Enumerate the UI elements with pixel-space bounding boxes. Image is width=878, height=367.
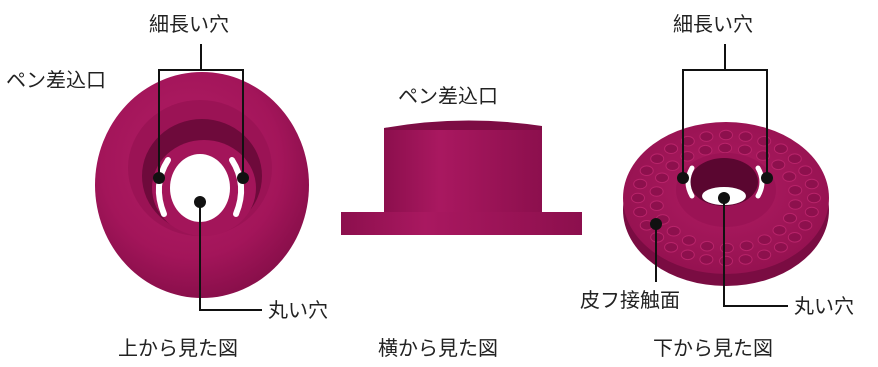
bottom-view-caption: 下から見た図 bbox=[653, 336, 773, 360]
skin-contact-bump bbox=[737, 144, 752, 156]
top-view-slot-left bbox=[155, 157, 171, 217]
skin-contact-bump bbox=[783, 212, 797, 224]
skin-contact-bump bbox=[650, 232, 665, 243]
skin-contact-bump bbox=[798, 165, 813, 176]
side-view-cylinder bbox=[384, 130, 542, 212]
top-view-caption: 上から見た図 bbox=[118, 336, 238, 360]
top-view-slot-dot-right bbox=[237, 172, 249, 184]
skin-contact-bump bbox=[699, 131, 714, 142]
skin-contact-bump bbox=[699, 254, 714, 265]
skin-contact-bump bbox=[804, 178, 819, 190]
skin-contact-bump bbox=[787, 232, 802, 243]
skin-contact-bump bbox=[757, 249, 772, 261]
skin-contact-bump bbox=[807, 192, 821, 204]
side-view-flange bbox=[341, 212, 582, 235]
bottom-view-bumps bbox=[631, 129, 821, 267]
side-view-pen-inlet-label: ペン差込口 bbox=[398, 84, 498, 108]
skin-contact-bump bbox=[680, 135, 695, 147]
bottom-view-hole-dot bbox=[718, 192, 730, 204]
skin-contact-bump bbox=[739, 240, 754, 252]
skin-contact-bump bbox=[773, 143, 788, 154]
skin-contact-bump bbox=[719, 129, 733, 141]
bottom-view-slot-label: 細長い穴 bbox=[673, 12, 753, 36]
skin-contact-bump bbox=[631, 192, 645, 204]
skin-contact-bump bbox=[664, 143, 679, 154]
bottom-view-slot-leader bbox=[682, 44, 768, 178]
top-view-pen-inlet-label: ペン差込口 bbox=[6, 68, 106, 92]
skin-contact-bump bbox=[788, 185, 803, 196]
bottom-view bbox=[623, 44, 829, 307]
skin-contact-bump bbox=[782, 171, 797, 182]
top-view-round-hole bbox=[170, 154, 230, 222]
top-view-hole-dot bbox=[194, 196, 206, 208]
skin-contact-bump bbox=[680, 249, 695, 261]
bottom-view-skin-contact-label: 皮フ接触面 bbox=[580, 288, 680, 312]
top-view-round-hole-label: 丸い穴 bbox=[268, 298, 328, 322]
skin-contact-bump bbox=[719, 242, 734, 254]
skin-contact-bump bbox=[681, 235, 696, 246]
skin-contact-bump bbox=[639, 165, 654, 176]
skin-contact-bump bbox=[773, 242, 788, 253]
skin-contact-bump bbox=[787, 153, 802, 164]
bottom-view-slot-left bbox=[685, 165, 695, 199]
skin-contact-bump bbox=[633, 206, 648, 218]
skin-contact-bump bbox=[650, 153, 665, 164]
bottom-view-round-hole-label: 丸い穴 bbox=[794, 294, 854, 318]
skin-contact-bump bbox=[738, 131, 753, 142]
skin-contact-bump bbox=[680, 151, 695, 162]
skin-contact-bump bbox=[772, 225, 787, 236]
top-view-slot-label: 細長い穴 bbox=[149, 12, 229, 36]
top-view-slot-leader bbox=[158, 44, 244, 178]
side-view-caption: 横から見た図 bbox=[378, 336, 498, 360]
skin-contact-bump bbox=[788, 199, 803, 210]
skin-contact-bump bbox=[700, 240, 715, 252]
side-view-cylinder-top bbox=[384, 120, 542, 132]
skin-contact-bump bbox=[738, 254, 753, 265]
top-view-slot-right bbox=[229, 157, 245, 217]
bottom-view-hole-leader bbox=[723, 198, 788, 307]
bottom-view-skin-dot bbox=[650, 218, 662, 230]
skin-contact-bump bbox=[664, 242, 679, 253]
bottom-view-slot-right bbox=[755, 165, 765, 199]
top-view-hole-leader bbox=[199, 202, 262, 311]
bottom-view-slot-dot-right bbox=[761, 172, 773, 184]
skin-contact-bump bbox=[666, 225, 681, 237]
skin-contact-bump bbox=[718, 142, 733, 154]
top-view-slot-dot-left bbox=[153, 172, 165, 184]
bottom-view-slot-dot-left bbox=[677, 172, 689, 184]
skin-contact-bump bbox=[649, 186, 664, 197]
skin-contact-bump bbox=[757, 234, 772, 245]
top-view bbox=[95, 44, 309, 311]
skin-contact-bump bbox=[649, 200, 664, 211]
skin-contact-bump bbox=[698, 144, 713, 156]
skin-contact-bump bbox=[655, 172, 669, 184]
skin-contact-bump bbox=[757, 135, 772, 147]
skin-contact-bump bbox=[665, 160, 680, 171]
skin-contact-bump bbox=[798, 220, 813, 231]
skin-contact-bump bbox=[771, 159, 786, 171]
skin-contact-bump bbox=[719, 255, 733, 267]
skin-contact-bump bbox=[633, 178, 648, 190]
skin-contact-bump bbox=[804, 206, 819, 218]
side-view bbox=[341, 120, 582, 235]
